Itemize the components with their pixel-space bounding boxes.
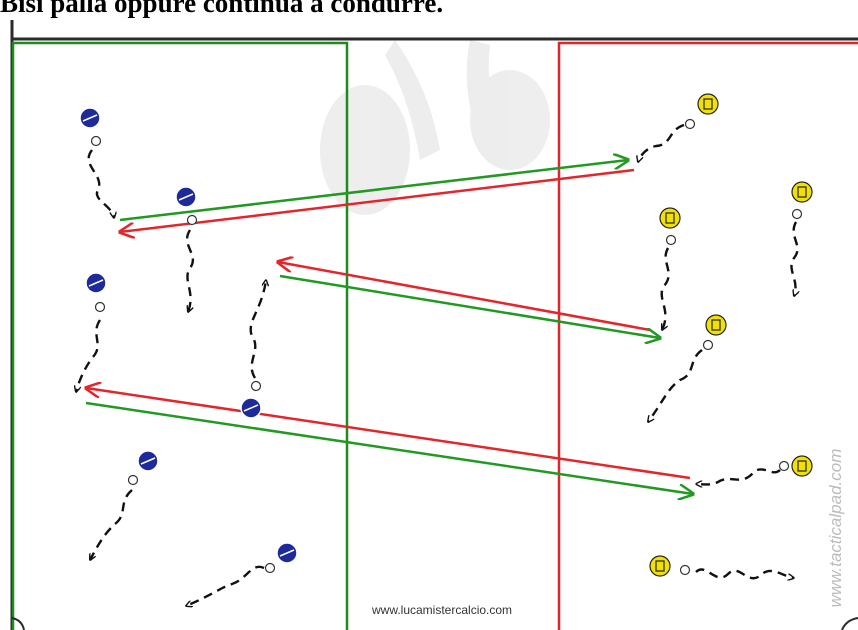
blue-team: [80, 108, 297, 563]
ball-icon: [129, 476, 138, 485]
watermark-logo: [320, 40, 550, 215]
ball-icon: [667, 236, 676, 245]
yellow-team: [650, 94, 812, 576]
ball-icon: [266, 564, 275, 573]
pass-arrow: [86, 388, 690, 478]
ball-icon: [793, 210, 802, 219]
dribble-arrow: [638, 125, 684, 162]
ball-icon: [252, 382, 261, 391]
site-credit: www.lucamistercalcio.com: [372, 603, 512, 617]
dribble-arrow: [251, 280, 266, 378]
dribble-arrow: [187, 230, 193, 312]
dribble-arrow: [90, 490, 132, 560]
yellow-player-icon: [792, 456, 812, 476]
yellow-player-icon: [706, 315, 726, 335]
blue-player-icon: [277, 543, 297, 563]
dribble-arrow: [76, 320, 100, 392]
yellow-player-icon: [698, 94, 718, 114]
dribble-arrow: [662, 248, 669, 330]
ball-icon: [686, 120, 695, 129]
pass-lines: [86, 160, 693, 494]
ball-icon: [96, 303, 105, 312]
blue-player-icon: [86, 273, 106, 293]
yellow-player-icon: [660, 208, 680, 228]
dribble-arrow: [648, 350, 702, 422]
left-zone: [13, 43, 347, 630]
dribble-arrow: [696, 469, 780, 484]
blue-player-icon: [241, 398, 261, 418]
balls: [92, 120, 802, 575]
right-zone: [559, 43, 858, 630]
ball-icon: [780, 462, 789, 471]
yellow-player-icon: [792, 182, 812, 202]
blue-player-icon: [80, 108, 100, 128]
pitch-lines: [12, 20, 858, 630]
ball-icon: [704, 341, 713, 350]
yellow-player-icon: [650, 556, 670, 576]
pass-arrow: [86, 403, 693, 494]
blue-player-icon: [138, 451, 158, 471]
ball-icon: [92, 137, 101, 146]
dribble-arrow: [186, 567, 264, 606]
blue-player-icon: [176, 187, 196, 207]
ball-icon: [681, 566, 690, 575]
pass-arrow: [280, 276, 660, 338]
dribble-arrow: [791, 222, 797, 296]
pass-arrow: [278, 262, 650, 330]
tacticalpad-watermark: www.tacticalpad.com: [826, 449, 846, 608]
dribble-arrow: [89, 150, 114, 218]
dribble-arrow: [696, 569, 794, 578]
ball-icon: [188, 216, 197, 225]
